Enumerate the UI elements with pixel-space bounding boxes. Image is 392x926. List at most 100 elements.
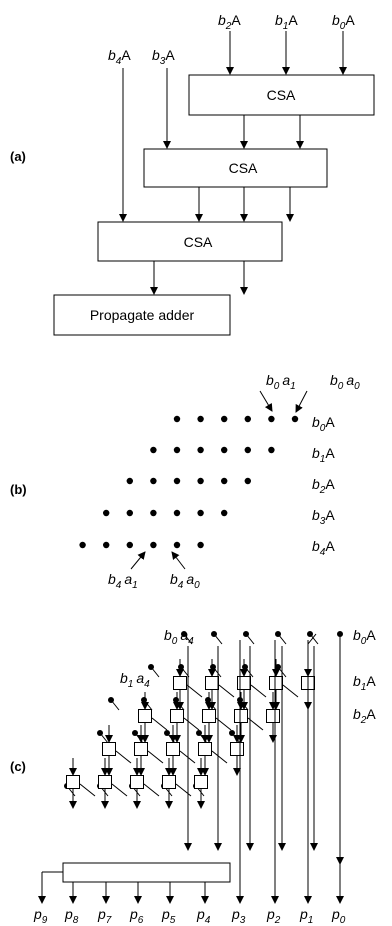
csa-carry-r1-c1: [183, 717, 200, 731]
partial-product-dot-r4-c0: [197, 541, 204, 549]
csa-carry-r2-c1: [147, 750, 164, 764]
csa-carry-r3-c3: [175, 783, 192, 797]
csa-cell-r1-c3: [234, 709, 248, 723]
output-label-p5: p5: [161, 906, 176, 926]
partial-product-dot-r1-c3: [197, 446, 204, 454]
input-lead-r0-c1: [213, 633, 223, 645]
input-label-b3A: b3A: [152, 47, 175, 67]
output-label-p2: p2: [266, 906, 281, 926]
csa-carry-r1-c0: [151, 717, 168, 731]
partial-product-dot-r1-c0: [268, 446, 275, 454]
csa-cell-r2-c3: [198, 742, 212, 756]
output-label-p6: p6: [129, 906, 144, 926]
csa-cell-r1-c4: [266, 709, 280, 723]
row-label-b1A: b1A: [312, 445, 335, 465]
callout-b4a1-arrow: [130, 551, 146, 570]
partial-product-dot-r3-c0: [221, 509, 228, 517]
panel-a-label: (a): [10, 149, 26, 164]
csa-box-1-label: CSA: [267, 87, 296, 103]
csa-cell-r3-c2: [130, 775, 144, 789]
input-lead-r1-c0: [150, 666, 160, 678]
propagate-adder-label: Propagate adder: [90, 307, 195, 323]
partial-product-dot-r3-c3: [150, 509, 157, 517]
partial-product-dot-r2-c3: [173, 477, 181, 485]
input-lead-r3-c3: [198, 732, 208, 744]
csa-carry-r3-c0: [79, 783, 96, 797]
csa-cell-r1-c0: [138, 709, 152, 723]
partial-product-dot-r4-c1: [173, 541, 181, 549]
row-label-c-b0A: b0A: [353, 627, 376, 647]
partial-product-dot-r0-c1: [268, 415, 275, 423]
partial-product-dot-r1-c1: [244, 446, 251, 454]
input-lead-r1-c2: [212, 666, 222, 678]
input-lead-r0-c4: [309, 633, 319, 645]
partial-product-dot-r0-c3: [221, 415, 228, 423]
callout-b4a0-arrow: [171, 551, 186, 570]
partial-product-dot-r0-c2: [244, 415, 251, 423]
propagate-adder-box: [53, 294, 231, 336]
row-label-c-b1A: b1A: [353, 673, 376, 693]
panel-c-label: (c): [10, 759, 26, 774]
partial-product-dot-r1-c2: [221, 446, 228, 454]
callout-b0a4: b0a4: [164, 627, 194, 647]
csa-cell-r1-c2: [202, 709, 216, 723]
input-lead-r1-c3: [244, 666, 254, 678]
csa-carry-r2-c3: [211, 750, 228, 764]
output-label-p8: p8: [64, 906, 79, 926]
panel-b-label: (b): [10, 482, 27, 497]
input-lead-b0a1: [307, 633, 317, 645]
input-dot-b0a0: [337, 631, 343, 637]
partial-product-dot-r3-c2: [173, 509, 181, 517]
partial-product-dot-r3-c5: [103, 509, 110, 517]
row-label-b2A: b2A: [312, 476, 335, 496]
csa-box-2-label: CSA: [229, 160, 258, 176]
row-label-b0A: b0A: [312, 414, 335, 434]
csa-cell-r3-c4: [194, 775, 208, 789]
csa-cell-r2-c1: [134, 742, 148, 756]
csa-carry-r0-c3: [282, 684, 299, 698]
input-lead-r3-c4: [231, 732, 241, 744]
csa-carry-r0-c0: [186, 684, 203, 698]
partial-product-dot-r4-c4: [103, 541, 110, 549]
partial-product-dot-r2-c4: [150, 477, 157, 485]
csa-cell-r0-c0: [173, 676, 187, 690]
csa-box-3-label: CSA: [184, 234, 213, 250]
csa-cell-r0-c2: [237, 676, 251, 690]
partial-product-dot-r0-c0: [291, 415, 299, 423]
csa-cell-r0-c3: [269, 676, 283, 690]
partial-product-dot-r1-c4: [173, 446, 181, 454]
partial-product-dot-r0-c5: [173, 415, 181, 423]
input-label-b2A: b2A: [218, 12, 241, 32]
partial-product-dot-r2-c0: [244, 477, 251, 485]
output-label-p7: p7: [97, 906, 112, 926]
partial-product-dot-r0-c4: [197, 415, 204, 423]
partial-product-dot-r3-c1: [197, 509, 204, 517]
csa-carry-r0-c2: [250, 684, 267, 698]
csa-carry-r2-c0: [115, 750, 132, 764]
partial-product-dot-r2-c1: [221, 477, 228, 485]
callout-b0a1-arrow: [259, 390, 273, 412]
csa-box-1: [188, 74, 375, 116]
final-adder-box: [62, 862, 231, 883]
partial-product-dot-r4-c5: [79, 541, 86, 549]
csa-cell-r3-c3: [162, 775, 176, 789]
partial-product-dot-r4-c3: [126, 541, 133, 549]
partial-product-dot-r2-c2: [197, 477, 204, 485]
input-label-b0A: b0A: [332, 12, 355, 32]
row-label-b4A: b4A: [312, 538, 335, 558]
partial-product-dot-r4-c2: [150, 541, 157, 549]
partial-product-dot-r3-c4: [126, 509, 133, 517]
input-lead-r0-c2: [245, 633, 255, 645]
partial-product-dot-r1-c5: [150, 446, 157, 454]
csa-cell-r1-c1: [170, 709, 184, 723]
input-lead-r3-c2: [166, 732, 176, 744]
row-label-b3A: b3A: [312, 507, 335, 527]
input-label-b4A: b4A: [108, 47, 131, 67]
output-label-p0: p0: [331, 906, 346, 926]
